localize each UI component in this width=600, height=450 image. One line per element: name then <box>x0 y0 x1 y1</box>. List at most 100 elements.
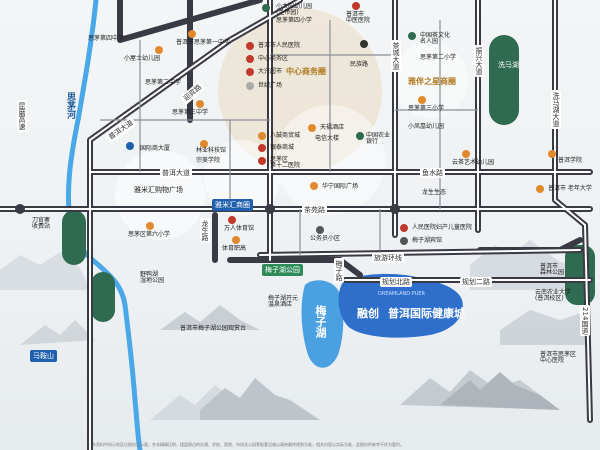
label-si-mao-river: 思茅河 <box>65 92 75 119</box>
building-icon <box>126 142 134 150</box>
school-icon <box>536 185 544 193</box>
road-zhen-xing-da-dao: 振兴大道 <box>474 45 484 77</box>
node-w <box>15 204 25 214</box>
node-c <box>265 204 275 214</box>
poi-tc: 天福酒店 <box>320 124 345 131</box>
poi-hxg: 华宁国际广场 <box>322 183 359 190</box>
plaza-icon <box>310 182 318 190</box>
poi-wh: 中国茶文化 名人园 <box>420 32 451 45</box>
poi-tyc: 体育职高 <box>222 245 247 252</box>
school-icon <box>462 150 470 158</box>
poi-gn: 国际商大厦 <box>140 145 171 152</box>
road-cha-yuan-lu: 茶苑路 <box>302 205 327 215</box>
poi-sy: 云茶艺术幼儿园 <box>452 159 495 166</box>
poi-yx: 银泰商城 <box>270 144 295 151</box>
poi-kid-top: 小太阳幼儿园 (圣帝园) <box>276 3 313 16</box>
poi-zj: 刀官寨 收费站 <box>32 217 51 230</box>
school-icon <box>155 46 163 54</box>
project-name: 普洱国际健康城 <box>388 307 465 320</box>
disclaimer: 本资料中所示的区位图仅为示意，并非精确比例，楼盘周边的交通、学校、医院、市场及公… <box>92 442 404 447</box>
poi-sm-mid: 思茅第四中学 <box>88 35 125 42</box>
road-yu-shui-lu: 鱼水路 <box>420 168 445 178</box>
poi-cx: 中心商务区 <box>258 55 289 62</box>
node-e <box>390 204 400 214</box>
poi-gov: 普洱市 中医医院 <box>346 11 371 24</box>
school-icon <box>418 96 426 104</box>
poi-rm: 人民医院妇产儿童医院 <box>412 224 473 231</box>
label-mei-zi-lake: 梅子湖 <box>314 305 327 338</box>
hotel-icon <box>258 144 266 152</box>
zone-yami-mall: 雅米汇购物广场 <box>134 186 183 194</box>
road-kun-luo-gao-su: 昆磨高速 <box>17 100 27 132</box>
school-icon <box>548 150 556 158</box>
poi-ggr: 公务员小区 <box>310 235 341 242</box>
poi-bf: 八鼓商贸城 <box>270 132 301 139</box>
poi-wrsr: 万人体育馆 <box>224 225 255 232</box>
poi-xm: 洗马湖 <box>498 61 519 69</box>
poi-my: 梅子湖开元 温泉酒店 <box>268 295 299 308</box>
park-daoguan <box>62 210 86 265</box>
cbd-circle <box>218 8 382 172</box>
poi-xgl: 小屋士幼儿园 <box>124 55 161 62</box>
poi-sj: 世纪广场 <box>258 82 283 89</box>
hotel-icon <box>400 237 408 245</box>
poi-ry: 普洱市人民医院 <box>258 42 301 49</box>
poi-icon <box>360 40 368 48</box>
hospital-icon <box>400 224 408 232</box>
hospital-icon <box>246 42 254 50</box>
school-icon <box>258 132 266 140</box>
bank-icon <box>356 132 364 140</box>
project-zone <box>338 273 463 338</box>
building-icon <box>246 55 254 63</box>
road-lv-you-huan-xian: 旅游环线 <box>372 253 404 263</box>
road-long-sheng-lu: 龙生路 <box>200 218 210 243</box>
label-mei-zi-park: 梅子湖公园 <box>262 264 303 276</box>
zone-yami: 雅米汇商圈 <box>212 199 253 211</box>
road-g214: 214国道 <box>580 305 590 337</box>
poi-sm3: 思茅第三中学 <box>172 109 209 116</box>
road-gui-hua-er-lu: 规划二路 <box>460 277 492 287</box>
school-icon <box>146 222 154 230</box>
poi-zq: 思茅区 第十二医院 <box>270 156 301 169</box>
poi-yuet: 宗美学院 <box>196 157 221 164</box>
road-cha-cheng-da-dao: 茶城大道 <box>391 40 401 72</box>
poi-mwd: 普洱市思茅区 中心医院 <box>540 351 577 364</box>
road-pu-er-da-dao: 普洱大道 <box>160 168 192 178</box>
project-brand: 融创 <box>357 307 379 320</box>
poi-ync: 云南农业大学 (普洱校区) <box>535 289 572 302</box>
poi-pe: 普洱学院 <box>558 157 583 164</box>
poi-zgl: 中国农业 银行 <box>366 132 391 145</box>
zone-cbd: 中心商务圈 <box>286 67 326 76</box>
zone-xingfu: 雅伴之星商圈 <box>408 77 456 86</box>
mei-zi-lake <box>301 280 344 368</box>
school-icon <box>262 4 270 12</box>
poi-lss: 龙生生态 <box>422 189 447 196</box>
poi-nys: 电信大楼 <box>315 135 340 142</box>
school-icon <box>196 100 204 108</box>
poi-mz: 思茅第四小学 <box>276 17 313 24</box>
road-xi-ma-da-dao: 洗马湖大道 <box>551 90 561 129</box>
poi-cs: 普洱市思茅第一中学 <box>176 39 231 46</box>
poi-lyk: 林业科技馆 <box>196 147 227 154</box>
park-xima <box>489 35 519 125</box>
school-icon <box>232 236 240 244</box>
poi-mx2: 思茅区第六小学 <box>128 231 171 238</box>
school-icon <box>188 30 196 38</box>
plaza-icon <box>246 82 254 90</box>
poi-sm-lake: 思茅第二中学 <box>145 79 182 86</box>
road-mei-zi-lu: 梅子路 <box>334 258 344 283</box>
yami-mall-circle <box>115 150 205 240</box>
hospital-icon <box>258 157 266 165</box>
road-gui-hua-bei-lu: 规划北路 <box>380 277 412 287</box>
poi-dsr: 普洱市 森林公园 <box>540 263 565 276</box>
project-en: DREAMLAND·PUER <box>378 291 426 297</box>
park-yeya <box>91 272 115 322</box>
stadium-icon <box>228 216 236 224</box>
poi-sxh: 思茅第三小学 <box>408 105 445 112</box>
label-maanshan: 马鞍山 <box>30 350 57 362</box>
building-icon <box>316 226 324 234</box>
shop-icon <box>246 68 254 76</box>
school-icon <box>200 140 208 148</box>
poi-mrj: 普洱市 老年大学 <box>548 185 592 192</box>
